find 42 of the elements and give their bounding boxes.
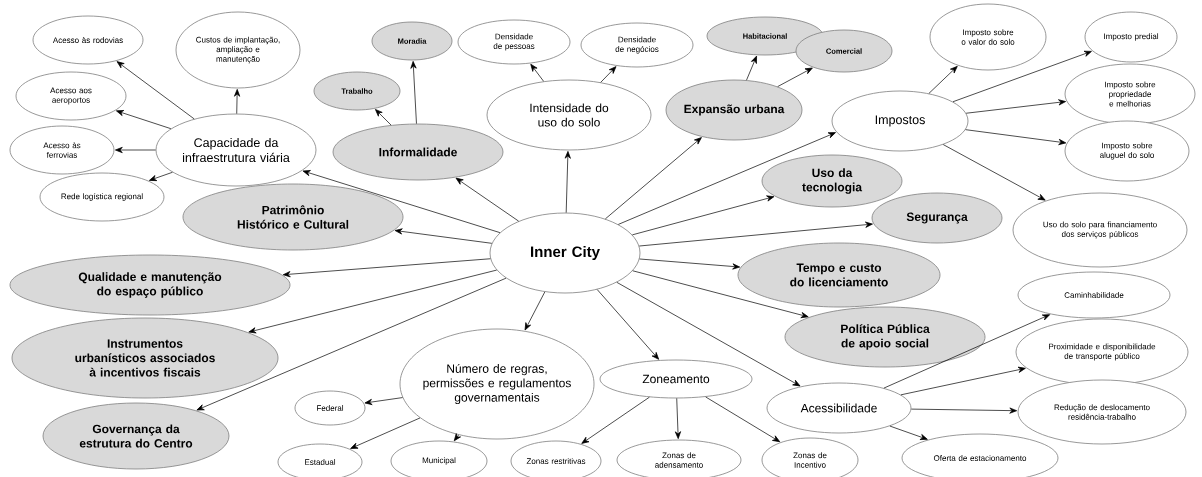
arrow bbox=[965, 129, 1067, 146]
arrow bbox=[116, 110, 172, 130]
arrow bbox=[638, 221, 873, 247]
arrow bbox=[282, 258, 491, 278]
arrow bbox=[453, 433, 461, 442]
arrow bbox=[900, 366, 1026, 396]
arrow bbox=[618, 132, 836, 225]
arrow bbox=[928, 65, 958, 94]
arrow bbox=[952, 50, 1092, 103]
arrow bbox=[600, 66, 617, 83]
arrow bbox=[596, 289, 660, 360]
arrow bbox=[777, 67, 813, 87]
arrow bbox=[564, 151, 571, 213]
arrow bbox=[524, 291, 546, 331]
arrow bbox=[581, 396, 650, 444]
arrow bbox=[364, 397, 403, 406]
arrow bbox=[350, 417, 421, 449]
arrow bbox=[149, 171, 173, 181]
arrow bbox=[302, 170, 501, 233]
arrow bbox=[116, 61, 195, 120]
arrow bbox=[375, 109, 392, 126]
arrow bbox=[632, 195, 775, 236]
arrow bbox=[234, 89, 241, 114]
arrow bbox=[942, 144, 1046, 201]
arrow bbox=[394, 228, 493, 244]
arrow bbox=[196, 277, 507, 411]
arrow bbox=[911, 407, 1018, 414]
arrow bbox=[705, 396, 781, 443]
arrow bbox=[632, 270, 809, 319]
arrow bbox=[883, 314, 1051, 389]
arrow bbox=[616, 281, 801, 387]
arrow bbox=[530, 63, 544, 82]
arrow bbox=[248, 269, 498, 334]
arrow bbox=[639, 258, 741, 270]
arrow bbox=[410, 61, 417, 124]
arrow bbox=[605, 137, 702, 220]
arrow bbox=[674, 398, 681, 439]
arrow bbox=[455, 177, 519, 222]
arrow bbox=[965, 99, 1066, 114]
arrow bbox=[115, 146, 156, 154]
arrow bbox=[889, 425, 928, 440]
arrow bbox=[746, 55, 757, 81]
